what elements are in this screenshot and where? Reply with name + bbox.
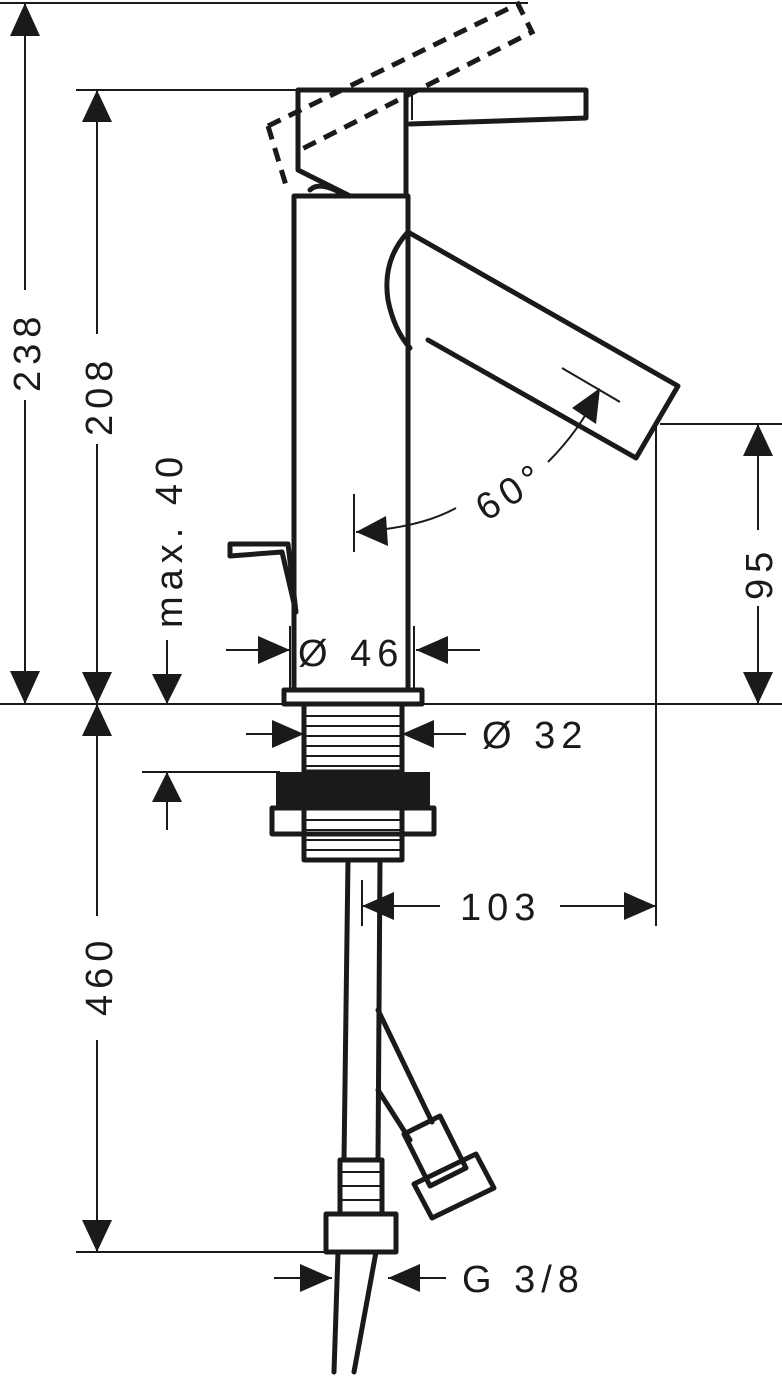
nut-sleeve: [301, 805, 405, 863]
faucet-column: [291, 193, 411, 693]
label-g38: G 3/8: [462, 1259, 585, 1301]
label-238: 238: [7, 311, 49, 392]
arrow-swivel-right: [572, 388, 600, 424]
shank-threads: [306, 715, 400, 767]
arrow-238-bottom: [10, 671, 40, 704]
sleeve-threads: [306, 819, 400, 851]
label-60deg: 60°: [469, 454, 555, 530]
label-208: 208: [79, 355, 121, 436]
spout-inner-curve: [384, 229, 413, 351]
arrow-g38-right: [388, 1264, 420, 1292]
popup-rod: [227, 541, 299, 615]
hose-angled: [375, 1007, 435, 1143]
threaded-shank: [301, 701, 405, 775]
arrow-max40-lower: [152, 772, 182, 802]
mounting-assembly: [269, 701, 437, 863]
arrow-95-top: [743, 424, 773, 456]
clamp-plate: [276, 772, 430, 808]
hose-straight-tail: [331, 1249, 379, 1375]
arrow-d32-right: [402, 720, 434, 748]
arrow-d32-left: [272, 720, 304, 748]
label-max40: max. 40: [149, 451, 191, 628]
label-d46: Ø 46: [298, 633, 404, 675]
arrow-460-bottom: [82, 1220, 112, 1252]
arrow-g38-left: [300, 1264, 332, 1292]
ferrule-rings: [342, 1171, 380, 1201]
label-460: 460: [79, 935, 121, 1016]
arrow-swivel-left: [356, 516, 388, 546]
lever-handle: [403, 87, 589, 127]
arrow-208-top: [82, 90, 112, 122]
label-d32: Ø 32: [482, 715, 588, 757]
hose-straight-nut: [323, 1211, 399, 1255]
faucet-spout: [405, 229, 681, 461]
hose-angled-ferrule: [401, 1113, 469, 1189]
arrow-max40: [152, 674, 182, 704]
arrow-460-top: [82, 704, 112, 736]
hose-angled-nut: [411, 1151, 497, 1221]
arrow-d46-left: [258, 636, 290, 664]
aerator-line: [561, 367, 621, 403]
dimension-lines: [0, 2, 782, 1292]
label-95: 95: [739, 546, 781, 600]
lever-raised-outline: [265, 0, 536, 193]
arrow-103-right: [624, 892, 656, 920]
faucet-body: [227, 0, 681, 707]
arrow-238-top: [10, 3, 40, 36]
arrow-103-left: [362, 892, 394, 920]
arrow-208-bottom: [82, 672, 112, 704]
label-103: 103: [460, 887, 541, 929]
arrow-d46-right: [416, 636, 448, 664]
arrow-95-bottom: [743, 672, 773, 704]
